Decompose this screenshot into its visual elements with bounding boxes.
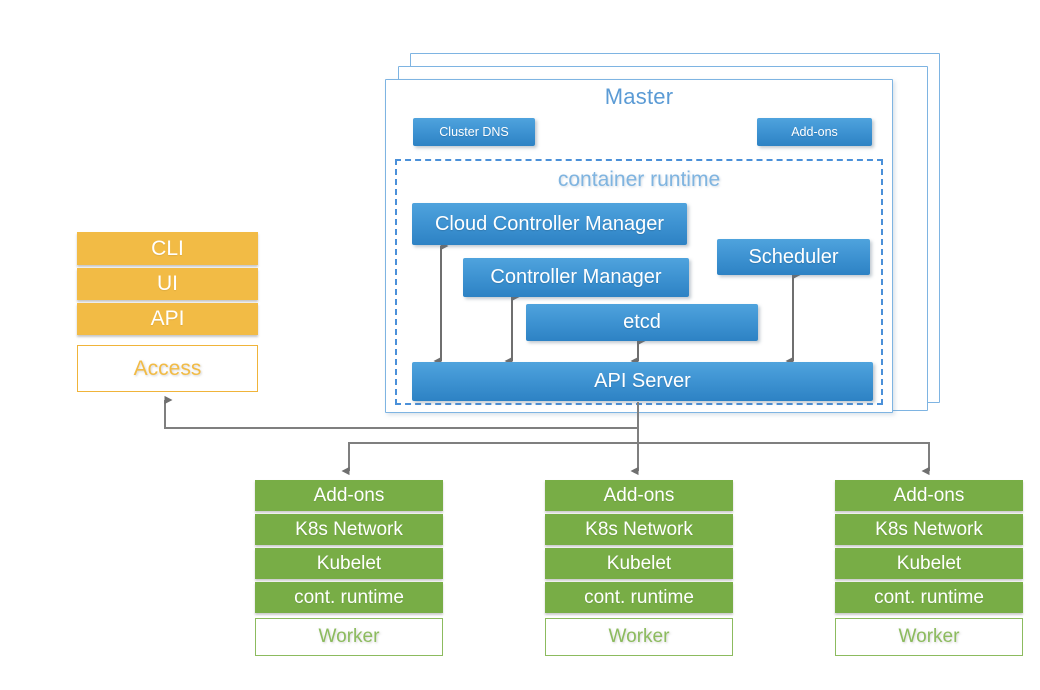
worker-2-layer-cont-runtime[interactable]: cont. runtime	[545, 582, 733, 613]
worker-2-layer-kubelet[interactable]: Kubelet	[545, 548, 733, 579]
api-server-box[interactable]: API Server	[412, 362, 873, 401]
access-layer-ui[interactable]: UI	[77, 268, 258, 300]
worker-3-layer-cont-runtime[interactable]: cont. runtime	[835, 582, 1023, 613]
worker-1-footer: Worker	[255, 618, 443, 656]
wire-worker-1-branch	[341, 442, 638, 476]
controller-manager-box[interactable]: Controller Manager	[463, 258, 689, 297]
master-addons-box[interactable]: Add-ons	[757, 118, 872, 146]
worker-3-footer: Worker	[835, 618, 1023, 656]
cloud-controller-manager-box[interactable]: Cloud Controller Manager	[412, 203, 687, 245]
container-runtime-region	[395, 159, 883, 405]
cluster-dns-box[interactable]: Cluster DNS	[413, 118, 535, 146]
worker-2-layer-addons[interactable]: Add-ons	[545, 480, 733, 511]
worker-3-layer-k8s-network[interactable]: K8s Network	[835, 514, 1023, 545]
worker-3-layer-kubelet[interactable]: Kubelet	[835, 548, 1023, 579]
scheduler-box[interactable]: Scheduler	[717, 239, 870, 275]
worker-1-layer-kubelet[interactable]: Kubelet	[255, 548, 443, 579]
container-runtime-title: container runtime	[557, 168, 721, 191]
wire-worker-3-branch	[638, 442, 930, 476]
worker-2-footer: Worker	[545, 618, 733, 656]
worker-2-layer-k8s-network[interactable]: K8s Network	[545, 514, 733, 545]
access-footer: Access	[77, 345, 258, 392]
access-layer-cli[interactable]: CLI	[77, 232, 258, 265]
master-title: Master	[604, 84, 674, 109]
worker-1-layer-addons[interactable]: Add-ons	[255, 480, 443, 511]
worker-1-layer-cont-runtime[interactable]: cont. runtime	[255, 582, 443, 613]
access-layer-api[interactable]: API	[77, 303, 258, 335]
etcd-box[interactable]: etcd	[526, 304, 758, 341]
worker-3-layer-addons[interactable]: Add-ons	[835, 480, 1023, 511]
worker-1-layer-k8s-network[interactable]: K8s Network	[255, 514, 443, 545]
